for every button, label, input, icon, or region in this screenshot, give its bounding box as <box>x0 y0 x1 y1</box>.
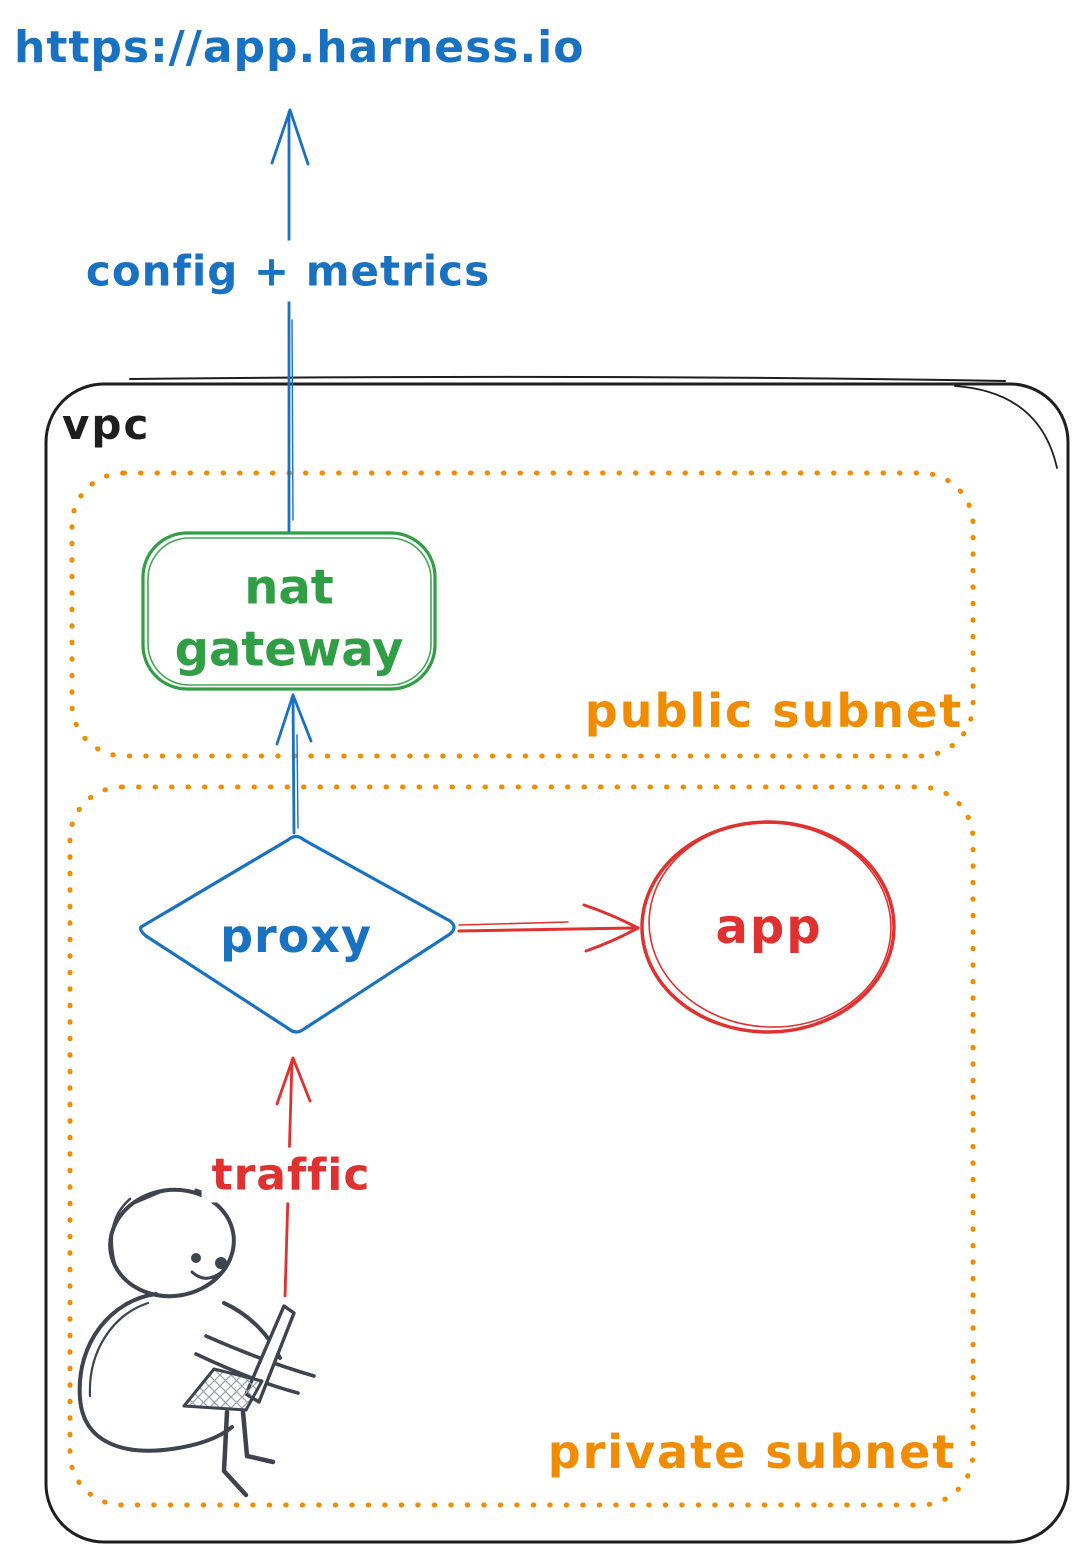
person-body-sketch <box>88 1301 150 1398</box>
arrow-shaft <box>457 926 635 933</box>
arrowhead-left <box>270 108 292 165</box>
proxy-label: proxy <box>220 909 372 963</box>
nat-gateway-label: nat gateway <box>175 557 404 682</box>
app-border-sketch <box>648 822 892 1028</box>
public-subnet-box <box>69 470 976 759</box>
arrowhead-left <box>275 693 295 746</box>
arrow-shaft-sketch <box>458 921 569 926</box>
arrowhead-right <box>288 108 310 166</box>
person-ear <box>215 1257 227 1269</box>
nat-gateway-node <box>141 531 437 691</box>
arrowhead-right <box>291 693 313 743</box>
person-eye <box>191 1253 201 1263</box>
app-label: app <box>715 899 823 955</box>
proxy-border-sketch <box>167 842 285 913</box>
person-head <box>108 1187 236 1299</box>
url-label: https://app.harness.io <box>14 22 585 73</box>
private-subnet-box <box>67 784 976 1508</box>
proxy-to-nat-arrow <box>275 693 313 835</box>
nat-gateway-label-line1: nat <box>244 559 334 616</box>
vpc-box <box>44 375 1070 1544</box>
nat-gateway-border <box>141 531 437 691</box>
person-body <box>77 1292 234 1453</box>
traffic-label: traffic <box>201 1147 381 1203</box>
arrow-shaft-sketch <box>296 734 299 829</box>
nat-gateway-border-sketch <box>147 537 432 686</box>
arrowhead-bottom <box>584 926 640 953</box>
arrowhead-left <box>275 1056 295 1106</box>
vpc-label: vpc <box>62 400 151 449</box>
private-subnet-label: private subnet <box>547 1425 957 1479</box>
vpc-border <box>44 382 1070 1544</box>
proxy-to-app-arrow <box>457 903 640 953</box>
arrow-shaft-sketch <box>291 319 294 521</box>
public-subnet-label: public subnet <box>584 684 964 738</box>
vpc-border-sketch-corner <box>954 385 1058 469</box>
person-leg-right <box>240 1409 276 1465</box>
arrowhead-right <box>291 1056 312 1103</box>
laptop-screen <box>244 1304 296 1404</box>
app-border <box>640 820 896 1034</box>
arrowhead-top <box>582 903 640 930</box>
proxy-border <box>138 834 456 1034</box>
arrow-shaft <box>291 696 296 835</box>
nat-gateway-label-line2: gateway <box>174 622 404 678</box>
app-node <box>640 820 896 1034</box>
person-with-laptop <box>77 1187 316 1498</box>
proxy-node <box>138 834 456 1034</box>
laptop-keyboard <box>182 1367 264 1412</box>
vpc-border-sketch-top <box>129 375 1006 382</box>
person-smile <box>190 1269 225 1280</box>
person-leg-left <box>221 1409 249 1498</box>
config-metrics-label: config + metrics <box>71 240 505 302</box>
config-metrics-arrow <box>270 108 310 533</box>
person-head-sketch <box>110 1197 132 1270</box>
